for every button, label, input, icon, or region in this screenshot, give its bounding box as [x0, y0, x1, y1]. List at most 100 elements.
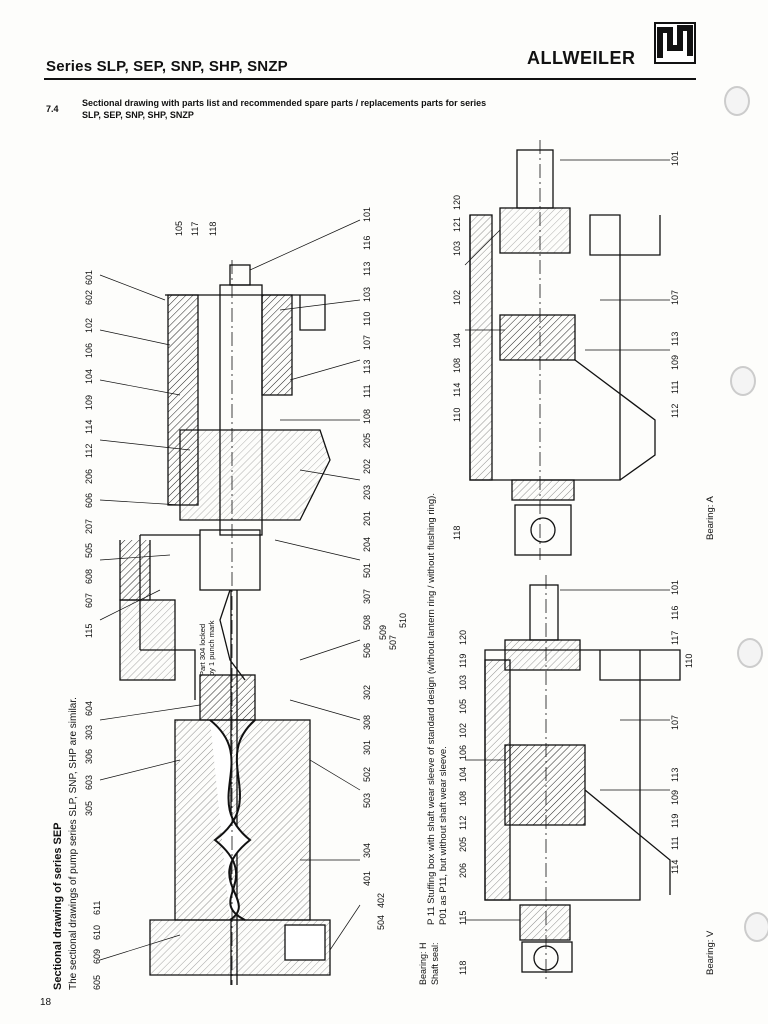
part-label: 109	[670, 354, 680, 370]
part-304-note-line1: Part 304 locked	[198, 623, 207, 676]
part-label: 611	[92, 900, 102, 915]
part-label: 115	[84, 623, 94, 638]
part-label: 306	[84, 748, 94, 764]
part-label: 608	[84, 568, 94, 584]
part-label: 303	[84, 724, 94, 740]
section-title-line2: SLP, SEP, SNP, SHP, SNZP	[82, 110, 194, 120]
part-label: 102	[84, 317, 94, 333]
part-label: 103	[362, 286, 372, 302]
part-label: 120	[452, 194, 462, 210]
part-label: 501	[362, 562, 372, 578]
part-label: 114	[670, 859, 680, 874]
part-label: 304	[362, 842, 372, 858]
part-label: 114	[84, 419, 94, 434]
part-label: 113	[670, 331, 680, 346]
part-label: 120	[458, 629, 468, 645]
part-label: 308	[362, 714, 372, 730]
part-label: 107	[670, 714, 680, 730]
part-label: 108	[458, 790, 468, 806]
part-label: 507	[388, 634, 398, 650]
part-label: 102	[458, 722, 468, 738]
part-label: 601	[84, 269, 94, 285]
part-304-note-line2: by 1 punch mark	[207, 620, 216, 676]
part-label: 204	[362, 536, 372, 552]
part-label: 102	[452, 289, 462, 305]
part-label: 111	[362, 384, 372, 398]
part-label: 104	[84, 368, 94, 384]
bearing-v-label: Bearing: V	[705, 930, 716, 975]
main-drawing-note: The sectional drawings of pump series SL…	[68, 697, 79, 990]
part-label: 111	[670, 836, 680, 850]
part-label: 506	[362, 642, 372, 658]
part-label: 508	[362, 614, 372, 630]
part-label: 104	[452, 332, 462, 348]
part-label: 117	[190, 221, 200, 236]
part-label: 305	[84, 800, 94, 816]
part-label: 201	[362, 510, 372, 526]
p11-caption: P 11 Stuffing box with shaft wear sleeve…	[426, 493, 437, 925]
part-label: 509	[378, 624, 388, 640]
part-label: 502	[362, 766, 372, 782]
part-label: 104	[458, 766, 468, 782]
section-number: 7.4	[46, 104, 59, 114]
part-label: 107	[362, 334, 372, 350]
part-label: 504	[376, 914, 386, 930]
part-label: 113	[362, 261, 372, 276]
part-label: 101	[670, 150, 680, 166]
part-label: 113	[670, 767, 680, 782]
part-label: 109	[84, 394, 94, 410]
part-label: 110	[362, 311, 372, 326]
bearing-a-label: Bearing: A	[705, 496, 716, 540]
part-label: 112	[670, 403, 680, 418]
part-label: 207	[84, 518, 94, 534]
part-label: 113	[362, 359, 372, 374]
part-label: 121	[452, 216, 462, 232]
main-drawing-caption: Sectional drawing of series SEP	[52, 822, 64, 991]
part-304-note: Part 304 locked by 1 punch mark	[198, 621, 216, 676]
part-label: 112	[458, 815, 468, 830]
shaft-seal-label: Shaft seal:	[430, 942, 440, 985]
p01-caption: P01 as P11, but without shaft wear sleev…	[438, 746, 449, 925]
part-label: 116	[670, 605, 680, 620]
part-label: 115	[458, 910, 468, 925]
part-label: 205	[362, 432, 372, 448]
part-label: 108	[452, 357, 462, 373]
part-label: 118	[452, 525, 462, 540]
binder-hole	[724, 86, 750, 116]
part-label: 206	[458, 862, 468, 878]
part-label: 510	[398, 612, 408, 628]
part-label: 110	[452, 407, 462, 422]
part-label: 105	[174, 220, 184, 236]
part-label: 205	[458, 836, 468, 852]
part-label: 101	[670, 579, 680, 595]
part-label: 106	[84, 342, 94, 358]
part-label: 117	[670, 630, 680, 645]
allweiler-logo	[654, 22, 696, 64]
part-label: 112	[84, 443, 94, 458]
part-label: 505	[84, 542, 94, 558]
part-label: 101	[362, 206, 372, 222]
part-label: 103	[452, 240, 462, 256]
section-title: Sectional drawing with parts list and re…	[82, 97, 602, 121]
part-label: 301	[362, 739, 372, 755]
header-rule	[44, 78, 696, 80]
part-label: 402	[376, 892, 386, 908]
binder-hole	[744, 912, 768, 942]
part-label: 206	[84, 468, 94, 484]
part-label: 118	[458, 960, 468, 975]
binder-hole	[730, 366, 756, 396]
page-number: 18	[40, 997, 52, 1008]
part-label: 103	[458, 674, 468, 690]
part-label: 607	[84, 592, 94, 608]
brand-name: ALLWEILER	[527, 48, 636, 68]
section-title-line1: Sectional drawing with parts list and re…	[82, 98, 487, 108]
part-label: 107	[670, 289, 680, 305]
part-label: 302	[362, 684, 372, 700]
part-label: 203	[362, 484, 372, 500]
part-label: 605	[92, 974, 102, 990]
binder-hole	[737, 638, 763, 668]
part-label: 603	[84, 774, 94, 790]
part-label: 602	[84, 289, 94, 305]
